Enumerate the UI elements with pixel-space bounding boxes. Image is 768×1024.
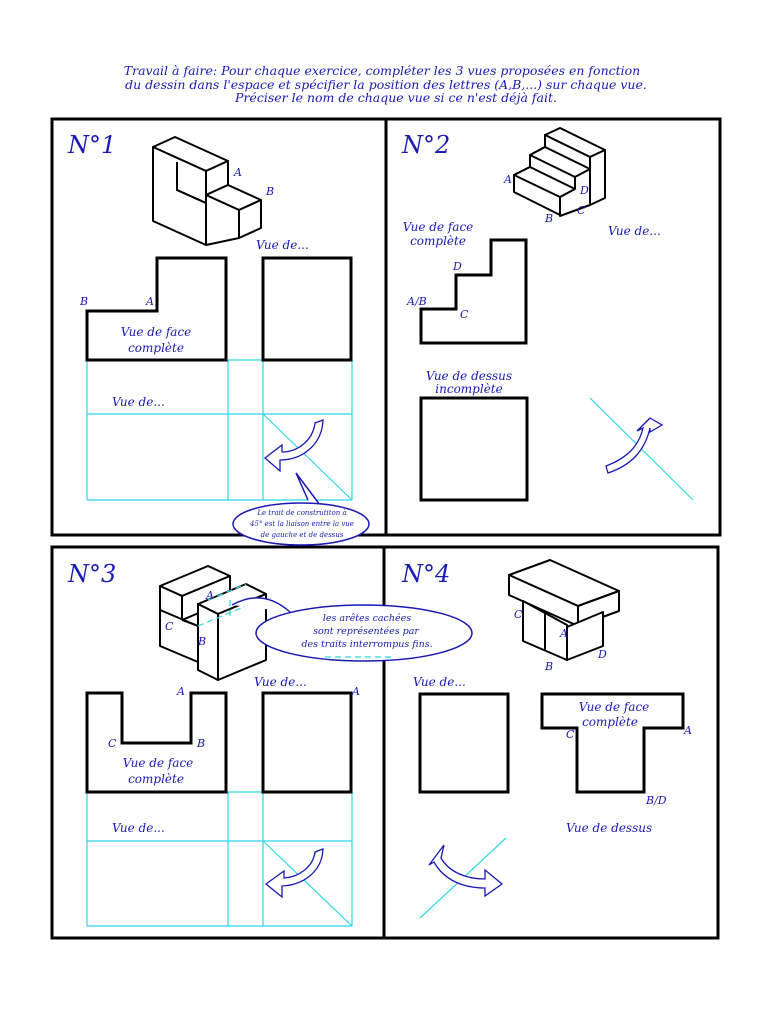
instructions-line-1: Travail à faire: Pour chaque exercice, c… (124, 63, 640, 78)
exercise-3-isometric-drawing (159, 565, 267, 681)
exercise-1-label-vue-de-bottom: Vue de... (112, 395, 165, 409)
exercise-1-note-line-2: 45° est la liaison entre la vue (249, 520, 354, 528)
exercise-3-front-view (85, 691, 228, 794)
exercise-1-side-view[interactable] (261, 256, 353, 362)
frame-exercise-4 (382, 545, 720, 940)
exercise-4-side-view[interactable] (418, 692, 510, 794)
exercise-3-construction-lines (86, 791, 353, 927)
exercise-4-isometric-drawing (508, 559, 620, 661)
exercise-3-callout-pointer (231, 597, 291, 613)
exercise-3-note-line-1: les arêtes cachées (323, 613, 411, 624)
exercise-3-face-letter-a: A (176, 685, 185, 698)
exercise-1-face-label-line-2: complète (128, 341, 184, 355)
exercise-4-face-letter-a: A (683, 724, 692, 737)
exercise-2-iso-letter-a: A (503, 173, 512, 186)
exercise-2-iso-letter-c: C (577, 204, 586, 217)
exercise-3-face-label-line-2: complète (128, 772, 184, 786)
exercise-4-face-label-line-2: complète (582, 715, 638, 729)
exercise-1-iso-letter-b: B (265, 185, 274, 198)
exercise-3-side-view[interactable] (261, 691, 353, 794)
exercise-3-iso-letter-a: A (205, 589, 214, 602)
exercise-3-face-letter-b: B (196, 737, 205, 750)
exercise-3-side-letter-a: A (351, 685, 360, 698)
exercise-2-front-view (419, 238, 528, 345)
exercise-2-face-label-line-2: complète (410, 234, 466, 248)
exercise-3-face-letter-c: C (108, 737, 117, 750)
exercise-3-rotation-arrow-icon (264, 848, 324, 899)
exercise-3-face-label-line-1: Vue de face (123, 756, 194, 770)
exercise-4-face-label-line-1: Vue de face (579, 700, 650, 714)
exercise-1-rotation-arrow-icon (263, 419, 324, 473)
exercise-2-iso-letter-b: B (544, 212, 553, 225)
exercise-4-label-vue-de: Vue de... (413, 675, 466, 689)
exercise-1: N°1 A B Vue de... (67, 131, 370, 546)
exercise-3-number: N°3 (67, 560, 116, 588)
exercise-1-note-line-1: Le trait de construtiton à (256, 509, 346, 517)
exercise-4: N°4 C A B D Vue de... Vue de face complè… (401, 559, 692, 919)
exercise-2-rotation-arrow-icon (605, 417, 664, 474)
exercise-3-label-vue-de-top: Vue de... (254, 675, 307, 689)
instructions-line-3: Préciser le nom de chaque vue si ce n'es… (234, 90, 557, 105)
exercise-2-number: N°2 (401, 131, 450, 159)
exercise-1-callout-bubble (232, 502, 370, 546)
exercise-1-front-view (85, 256, 228, 362)
exercise-2: N°2 A D B C Vue de face complète Vue de.… (401, 127, 694, 502)
exercise-1-isometric-drawing (152, 136, 262, 246)
exercise-2-iso-letter-d: D (579, 184, 589, 197)
exercise-1-face-letter-b: B (79, 295, 88, 308)
exercise-4-label-dessus: Vue de dessus (566, 821, 652, 835)
exercise-3-note-line-2: sont représentées par (313, 626, 420, 637)
exercise-3-iso-letter-b: B (197, 635, 206, 648)
exercise-1-iso-letter-a: A (233, 166, 242, 179)
instructions-line-2: du dessin dans l'espace et spécifier la … (125, 77, 647, 92)
exercise-1-number: N°1 (67, 131, 116, 159)
exercise-2-face-letter-d: D (452, 260, 462, 273)
exercise-2-isometric-drawing (513, 127, 606, 217)
exercise-4-number: N°4 (401, 560, 450, 588)
exercise-2-label-vue-de: Vue de... (608, 224, 661, 238)
exercise-2-dessus-label-line-1: Vue de dessus (426, 369, 512, 383)
exercise-4-iso-letter-d: D (597, 648, 607, 661)
exercise-4-rotation-arrow-icon (428, 844, 504, 898)
exercise-2-face-label-line-1: Vue de face (403, 220, 474, 234)
exercise-3: N°3 A C B les arêtes cachées sont représ… (67, 560, 473, 927)
exercise-2-top-view[interactable] (419, 396, 529, 502)
exercise-4-front-view (540, 692, 685, 794)
exercise-4-face-letter-bd: B/D (645, 794, 667, 807)
exercise-3-callout-bubble (255, 604, 473, 662)
exercise-4-iso-letter-a: A (559, 627, 568, 640)
exercise-1-label-vue-de-top: Vue de... (256, 238, 309, 252)
exercise-4-face-letter-c: C (566, 728, 575, 741)
exercise-2-face-letter-c: C (460, 308, 469, 321)
exercise-4-iso-letter-b: B (544, 660, 553, 673)
exercise-4-iso-letter-c: C (514, 608, 523, 621)
exercise-1-note-line-3: de gauche et de dessus (261, 531, 344, 539)
instructions: Travail à faire: Pour chaque exercice, c… (124, 63, 647, 105)
exercise-1-face-label-line-1: Vue de face (121, 325, 192, 339)
exercise-1-callout-pointer (295, 472, 321, 506)
exercise-1-face-letter-a: A (145, 295, 154, 308)
exercise-3-iso-letter-c: C (165, 620, 174, 633)
exercise-2-face-letter-ab: A/B (406, 295, 427, 308)
frame-exercise-2 (384, 117, 722, 537)
exercise-3-note-line-3: des traits interrompus fins. (301, 639, 432, 650)
exercise-2-dessus-label-line-2: incomplète (435, 382, 502, 396)
exercise-1-construction-lines (86, 359, 353, 501)
exercise-3-label-vue-de-bottom: Vue de... (112, 821, 165, 835)
